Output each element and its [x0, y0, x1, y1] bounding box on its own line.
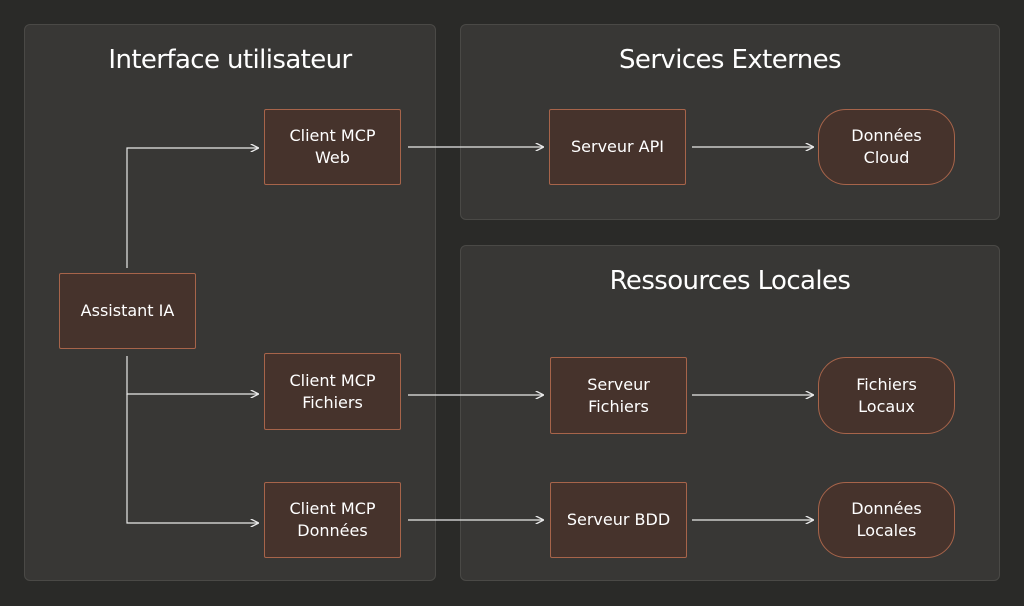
- node-donnees-cloud[interactable]: Données Cloud: [818, 109, 955, 185]
- node-assistant-ia[interactable]: Assistant IA: [59, 273, 196, 349]
- node-client-mcp-fichiers[interactable]: Client MCP Fichiers: [264, 353, 401, 430]
- node-serveur-bdd[interactable]: Serveur BDD: [550, 482, 687, 558]
- node-serveur-api[interactable]: Serveur API: [549, 109, 686, 185]
- node-fichiers-locaux[interactable]: Fichiers Locaux: [818, 357, 955, 434]
- node-donnees-locales[interactable]: Données Locales: [818, 482, 955, 558]
- node-serveur-fichiers[interactable]: Serveur Fichiers: [550, 357, 687, 434]
- panel-title-local: Ressources Locales: [609, 266, 851, 296]
- panel-title-external: Services Externes: [619, 45, 842, 75]
- node-client-mcp-donnees[interactable]: Client MCP Données: [264, 482, 401, 558]
- panel-title-interface: Interface utilisateur: [108, 45, 352, 75]
- node-client-mcp-web[interactable]: Client MCP Web: [264, 109, 401, 185]
